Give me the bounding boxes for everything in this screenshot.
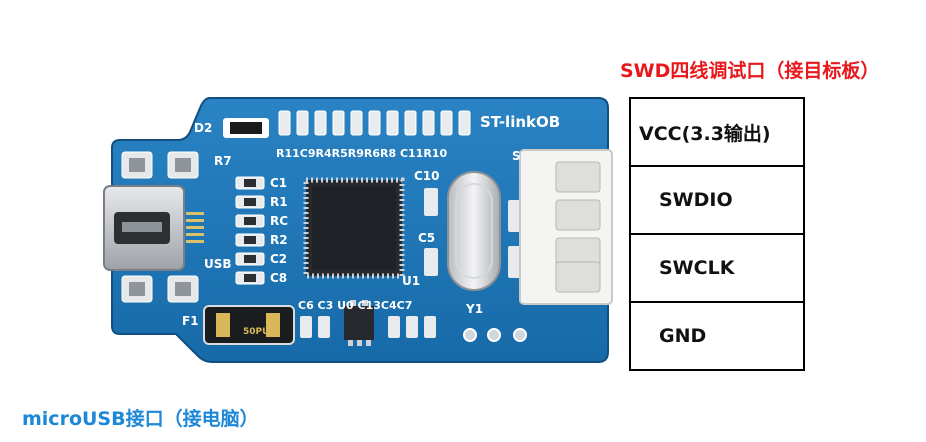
silk-c8: C8 xyxy=(270,271,287,285)
silk-bottom-refs: C6 C3 U0 C13C4C7 xyxy=(298,299,412,312)
silk-r7: R7 xyxy=(214,154,232,168)
silk-c10: C10 xyxy=(414,169,440,183)
silk-rc: RC xyxy=(270,214,288,228)
top-pads xyxy=(278,110,471,136)
silk-c1: C1 xyxy=(270,176,287,190)
silk-usb: USB xyxy=(204,257,232,271)
regulator-u0 xyxy=(344,306,374,340)
silk-top-refs: R11C9R4R5R9R6R8 C11R10 xyxy=(276,147,447,160)
silk-s: S xyxy=(512,149,521,163)
pin-swdio: SWDIO xyxy=(631,167,803,235)
silk-logo: ST-linkOB xyxy=(480,113,560,131)
silk-c5: C5 xyxy=(418,231,435,245)
silk-u1: U1 xyxy=(402,274,420,288)
silk-d2: D2 xyxy=(194,121,212,135)
left-passives xyxy=(235,176,265,285)
test-points xyxy=(463,328,527,342)
silk-r1: R1 xyxy=(270,195,288,209)
pin-gnd: GND xyxy=(659,325,707,347)
crystal xyxy=(447,171,501,291)
pin-swclk: SWCLK xyxy=(631,235,803,303)
silk-r2: R2 xyxy=(270,233,288,247)
silk-f1: F1 xyxy=(182,314,199,328)
silk-y1: Y1 xyxy=(465,302,483,316)
silk-fuse: 50PU xyxy=(243,327,269,337)
usb-caption: microUSB接口（接电脑） xyxy=(22,408,259,430)
bottom-passives xyxy=(300,316,436,338)
swd-pin-table: VCC(3.3输出) SWDIO SWCLK GND xyxy=(629,97,805,371)
silk-c2: C2 xyxy=(270,252,287,266)
swd-caption: SWD四线调试口（接目标板） xyxy=(620,60,880,82)
pin-vcc: VCC(3.3输出) xyxy=(631,99,803,167)
